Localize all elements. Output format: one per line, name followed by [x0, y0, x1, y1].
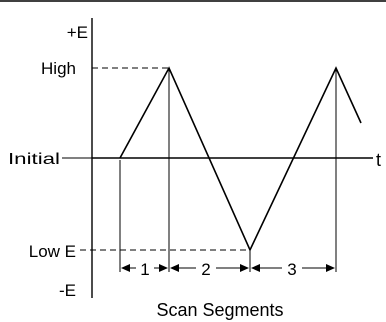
time-label: t	[376, 150, 381, 170]
segment-3-label: 3	[287, 260, 296, 279]
segment-3-arrow	[251, 264, 335, 272]
segment-2-label: 2	[201, 260, 210, 279]
high-label: High	[41, 59, 76, 78]
segment-1-label: 1	[140, 260, 149, 279]
segment-1-arrow	[121, 264, 168, 272]
segment-2-arrow	[170, 264, 249, 272]
plus-e-label: +E	[67, 23, 88, 42]
initial-label: Initial	[8, 151, 60, 168]
scan-segments-caption: Scan Segments	[156, 300, 283, 320]
minus-e-label: -E	[59, 281, 76, 300]
triangular-waveform	[119, 66, 362, 252]
low-e-label: Low E	[29, 242, 76, 261]
